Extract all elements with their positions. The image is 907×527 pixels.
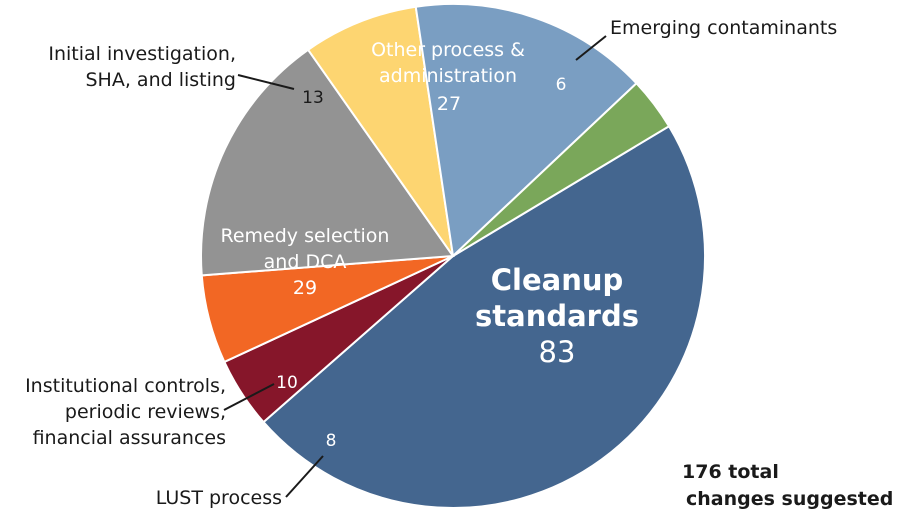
leader-line-institutional-controls-periodic-reviews-financial-assurances xyxy=(223,383,275,411)
leader-line-emerging-contaminants xyxy=(575,35,607,61)
pie-slices xyxy=(200,3,706,509)
pie-slice-initial-investigation-sha-and-listing xyxy=(306,5,454,257)
total-label-line-2: changes suggested xyxy=(686,488,893,510)
slice-value-cleanup-standards: 83 xyxy=(539,335,576,369)
leader-line-lust-process xyxy=(285,455,324,498)
slice-value-emerging-contaminants: 6 xyxy=(556,75,567,95)
slice-value-other-process-administration: 27 xyxy=(437,93,461,115)
slice-label-lust-process: LUST process xyxy=(156,487,282,509)
leader-line-initial-investigation-sha-and-listing xyxy=(237,74,295,90)
slice-value-initial-investigation-sha-and-listing: 13 xyxy=(302,88,324,108)
slice-label-initial-investigation-sha-and-listing: Initial investigation,SHA, and listing xyxy=(48,43,236,91)
total-label-line-1: 176 total xyxy=(682,461,779,483)
slice-label-institutional-controls-periodic-reviews-financial-assurances: Institutional controls,periodic reviews,… xyxy=(25,375,226,449)
pie-slice-cleanup-standards xyxy=(262,124,706,509)
leader-lines xyxy=(223,35,607,498)
pie-slice-remedy-selection-and-dca xyxy=(200,48,455,277)
slice-label-other-process-administration: Other process &administration xyxy=(371,39,525,87)
total-label: 176 total changes suggested xyxy=(682,461,893,510)
slice-value-remedy-selection-and-dca: 29 xyxy=(293,277,317,299)
slice-label-emerging-contaminants: Emerging contaminants xyxy=(610,17,837,39)
pie-slice-other-process-administration xyxy=(414,3,638,259)
pie-slice-emerging-contaminants xyxy=(452,81,671,257)
slice-value-lust-process: 8 xyxy=(326,431,337,451)
slice-value-institutional-controls-periodic-reviews-financial-assurances: 10 xyxy=(276,373,298,393)
